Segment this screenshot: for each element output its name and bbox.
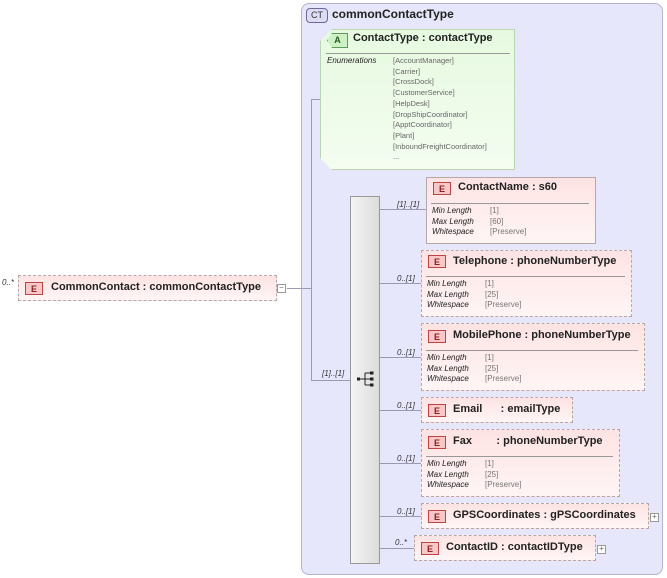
mobilephone-multiplicity: 0..[1] [397, 348, 415, 357]
connector-contactid [380, 548, 415, 549]
root-element[interactable] [18, 275, 277, 301]
enum-item: [Plant] [393, 130, 415, 140]
facet-key: Min Length [427, 353, 467, 362]
facet-value: [1] [485, 279, 494, 288]
telephone-multiplicity: 0..[1] [397, 274, 415, 283]
facet-value: [1] [485, 353, 494, 362]
contactname-divider [431, 203, 589, 204]
facet-key: Max Length [432, 216, 474, 226]
mobilephone-name: MobilePhone : phoneNumberType [453, 329, 631, 341]
plus-icon[interactable]: + [650, 513, 659, 522]
telephone-name: Telephone : phoneNumberType [453, 255, 617, 267]
facet-value: [Preserve] [485, 374, 522, 384]
mobilephone-divider [426, 350, 638, 351]
contactname-name: ContactName : s60 [458, 181, 558, 193]
fax-facets: Min Length [1] Max Length [25] Whitespace [… [427, 459, 521, 491]
enum-item: [ApptCoordinator] [393, 120, 452, 130]
root-element-name: CommonContact : commonContactType [51, 281, 262, 293]
facet-key: Min Length [427, 279, 467, 288]
facet-key: Max Length [427, 289, 469, 299]
element-mobilephone[interactable] [421, 323, 645, 391]
contactid-name: ContactID : contactIDType [446, 541, 583, 553]
contactname-badge: E [433, 182, 451, 195]
fax-multiplicity: 0..[1] [397, 454, 415, 463]
email-name: Email : emailType [453, 403, 561, 415]
enum-item: [Carrier] [393, 66, 421, 76]
connector-to-attribute [311, 99, 321, 100]
facet-value: [25] [485, 363, 499, 373]
root-multiplicity: 0..* [2, 278, 15, 287]
telephone-badge: E [428, 255, 446, 268]
sequence-icon [357, 371, 374, 387]
facet-value: [25] [485, 289, 499, 299]
element-fax[interactable] [421, 429, 620, 497]
connector-root-out [287, 288, 311, 289]
telephone-facets: Min Length [1] Max Length [25] Whitespace [… [427, 279, 521, 311]
gps-name: GPSCoordinates : gPSCoordinates [453, 509, 636, 521]
connector-contactname [380, 209, 427, 210]
facet-key: Whitespace [427, 480, 469, 490]
complex-type-title: commonContactType [332, 7, 454, 21]
facet-value: [Preserve] [485, 300, 522, 310]
gps-badge: E [428, 510, 446, 523]
contactid-badge: E [421, 542, 439, 555]
facet-key: Min Length [432, 206, 472, 215]
root-element-badge: E [25, 282, 43, 295]
element-contactid[interactable] [414, 535, 596, 561]
facet-key: Whitespace [432, 227, 474, 237]
attribute-badge: A [327, 33, 348, 48]
element-gpscoordinates[interactable] [421, 503, 649, 529]
enumerations-label: Enumerations [327, 56, 377, 65]
fax-name: Fax : phoneNumberType [453, 435, 603, 447]
facet-value: [25] [485, 469, 499, 479]
mobilephone-facets: Min Length [1] Max Length [25] Whitespace [… [427, 353, 521, 385]
facet-key: Whitespace [427, 300, 469, 310]
facet-value: [60] [490, 216, 504, 226]
facet-key: Min Length [427, 459, 467, 468]
contactname-multiplicity: [1]..[1] [397, 200, 420, 209]
complex-type-badge: CT [306, 8, 328, 23]
enum-item: [InboundFreightCoordinator] [393, 141, 487, 151]
enum-item: [DropShipCoordinator] [393, 109, 468, 119]
fax-badge: E [428, 436, 446, 449]
enum-item: [HelpDesk] [393, 98, 430, 108]
mobilephone-badge: E [428, 330, 446, 343]
enumerations-list: [AccountManager] [Carrier] [CrossDock] [… [393, 56, 487, 163]
sequence-multiplicity: [1]..[1] [322, 369, 345, 378]
enum-item: [CustomerService] [393, 88, 455, 98]
enum-item: [CrossDock] [393, 77, 434, 87]
facet-value: [1] [490, 206, 499, 215]
contactid-multiplicity: 0..* [395, 538, 408, 547]
gps-multiplicity: 0..[1] [397, 507, 415, 516]
connector-email [380, 410, 422, 411]
fax-divider [426, 456, 613, 457]
attribute-box[interactable] [320, 29, 515, 170]
enum-item: [AccountManager] [393, 56, 454, 65]
email-multiplicity: 0..[1] [397, 401, 415, 410]
facet-value: [Preserve] [490, 227, 527, 237]
attribute-name: ContactType : contactType [353, 32, 493, 44]
contactname-facets: Min Length [1] Max Length [60] Whitespace [… [432, 206, 526, 238]
attribute-divider [326, 53, 510, 54]
connector-to-sequence [311, 380, 351, 381]
enum-item: ... [393, 152, 400, 162]
facet-key: Whitespace [427, 374, 469, 384]
element-email[interactable] [421, 397, 573, 423]
element-telephone[interactable] [421, 250, 632, 317]
connector-telephone [380, 283, 422, 284]
element-contactname[interactable] [426, 177, 596, 244]
connector-fax [380, 463, 422, 464]
facet-value: [Preserve] [485, 480, 522, 490]
minus-icon[interactable]: − [277, 284, 286, 293]
connector-trunk [311, 99, 312, 381]
connector-gps [380, 516, 422, 517]
plus-icon[interactable]: + [597, 545, 606, 554]
email-badge: E [428, 404, 446, 417]
connector-mobilephone [380, 357, 422, 358]
facet-key: Max Length [427, 363, 469, 373]
facet-value: [1] [485, 459, 494, 468]
telephone-divider [426, 276, 625, 277]
facet-key: Max Length [427, 469, 469, 479]
